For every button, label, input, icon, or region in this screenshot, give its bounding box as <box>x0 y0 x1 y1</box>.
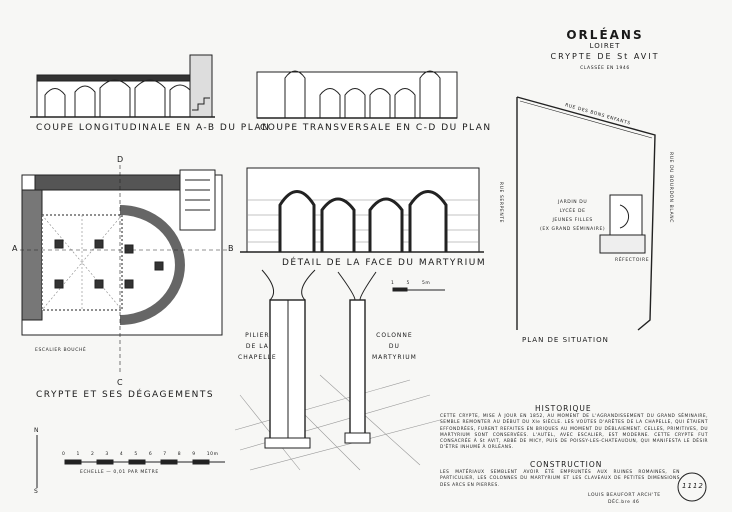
scale-tick: 6 <box>148 452 153 457</box>
transversal-section <box>256 70 458 119</box>
department: LOIRET <box>589 42 621 50</box>
signature-author: LOUIS BEAUFORT ARCH'TE <box>588 493 661 498</box>
crypt-plan <box>20 165 230 375</box>
plan-letter-d: D <box>117 155 125 164</box>
signature-date: DÉC.bre 46 <box>608 500 640 505</box>
garden-label-line: LYCÉE DE <box>559 209 586 214</box>
garden-label-line: (EX GRAND SÉMINAIRE) <box>540 227 606 232</box>
historique-text: CETTE CRYPTE, MISE À JOUR EN 1852, AU MO… <box>440 414 708 451</box>
longitudinal-section-caption: COUPE LONGITUDINALE EN A-B DU PLAN <box>36 123 271 133</box>
column-label-line: COLONNE <box>376 332 413 339</box>
garden-label-line: JEUNES FILLES <box>552 218 593 223</box>
north-label: N <box>34 427 40 434</box>
scale-tick: 8 <box>177 452 182 457</box>
title-block: ORLÉANS LOIRET CRYPTE DE St AVIT CLASSÉE… <box>540 28 670 71</box>
historique-heading: HISTORIQUE <box>535 404 592 413</box>
scale-tick: 1 <box>76 452 80 457</box>
scale-tick: 5m <box>421 281 431 286</box>
pillar-label-line: PILIER <box>245 332 270 339</box>
classification: CLASSÉE EN 1946 <box>580 66 630 71</box>
city-title: ORLÉANS <box>566 28 644 42</box>
pillar-label-line: DE LA <box>245 343 269 350</box>
plan-letter-b: B <box>228 244 235 253</box>
construction-heading: CONSTRUCTION <box>530 460 603 469</box>
facade-scale-ticks: 1 5 5m <box>391 281 430 286</box>
transversal-section-caption: COUPE TRANSVERSALE EN C-D DU PLAN <box>260 123 492 133</box>
pillar-label-line: CHAPELLE <box>238 354 277 361</box>
stamp-number: 1112 <box>682 482 704 490</box>
plan-caption: CRYPTE ET SES DÉGAGEMENTS <box>36 390 215 400</box>
scale-tick: 4 <box>119 452 124 457</box>
column-label-line: MARTYRIUM <box>372 354 417 361</box>
longitudinal-section <box>30 54 215 118</box>
scale-tick: 0 <box>62 452 66 457</box>
situation-plan <box>516 96 656 331</box>
situation-caption: PLAN DE SITUATION <box>522 336 609 344</box>
scale-tick: 1 <box>391 281 395 286</box>
scale-tick: 7 <box>163 452 167 457</box>
monument-title: CRYPTE DE St AVIT <box>550 52 660 61</box>
scale-tick: 3 <box>105 452 109 457</box>
stamp <box>677 472 707 502</box>
street-east-label: RUE DU BOURDON BLANC <box>667 152 673 223</box>
martyrium-facade <box>240 167 484 253</box>
column-label: COLONNE DU MARTYRIUM <box>372 330 417 363</box>
plan-letter-c: C <box>117 378 124 387</box>
scale-ticks: 0 1 2 3 4 5 6 7 8 9 10m <box>62 452 219 457</box>
facade-caption: DÉTAIL DE LA FACE DU MARTYRIUM <box>282 258 487 268</box>
scale-tick: 10m <box>206 452 219 457</box>
scale-tick: 2 <box>90 452 95 457</box>
construction-text: LES MATÉRIAUX SEMBLENT AVOIR ÉTÉ EMPRUNT… <box>440 470 680 488</box>
column-label-line: DU <box>388 343 400 350</box>
stair-label: ESCALIER BOUCHÉ <box>35 348 87 353</box>
south-label: S <box>34 488 39 495</box>
pillar-label: PILIER DE LA CHAPELLE <box>238 330 277 363</box>
garden-label: JARDIN DU LYCÉE DE JEUNES FILLES (EX GRAND … <box>540 198 605 234</box>
pillar-and-column-view <box>234 269 441 471</box>
scale-bar <box>36 287 445 488</box>
scale-label: ECHELLE — 0,01 PAR MÈTRE <box>80 470 159 475</box>
street-west-label: RUE SERPENTE <box>498 181 504 224</box>
scale-tick: 5 <box>134 452 138 457</box>
scale-tick: 5 <box>406 281 410 286</box>
scale-tick: 9 <box>192 452 196 457</box>
garden-label-line: JARDIN DU <box>558 200 588 205</box>
refectory-label: RÉFECTOIRE <box>615 258 650 263</box>
plan-letter-a: A <box>12 244 19 253</box>
